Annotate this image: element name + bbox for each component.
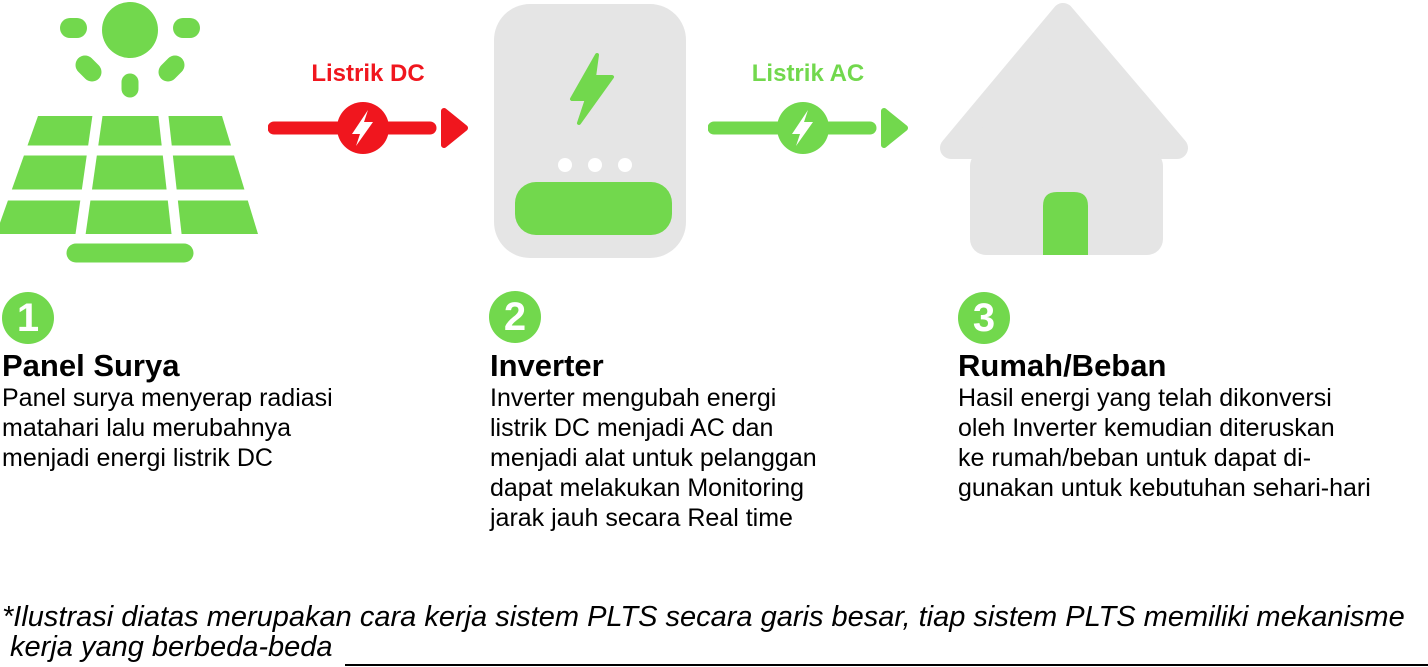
step-3-desc-line: gunakan untuk kebutuhan sehari-hari — [958, 474, 1371, 502]
panel-grid — [0, 111, 270, 263]
inverter-display — [515, 182, 672, 235]
step-2-desc-line: jarak jauh secara Real time — [490, 504, 793, 532]
lightning-bolt-icon — [570, 53, 614, 125]
listrik-dc-label: Listrik DC — [311, 60, 425, 87]
sun-icon — [60, 2, 200, 98]
step-3-badge: 3 — [958, 292, 1010, 344]
step-1-title: Panel Surya — [2, 348, 180, 383]
step-2-desc-line: listrik DC menjadi AC dan — [490, 414, 774, 442]
step-2-desc-line: dapat melakukan Monitoring — [490, 474, 805, 502]
footnote-line: *Ilustrasi diatas merupakan cara kerja s… — [2, 601, 1405, 633]
footnote: *Ilustrasi diatas merupakan cara kerja s… — [2, 602, 1405, 662]
step-1-desc-line: Panel surya menyerap radiasi — [2, 384, 333, 412]
ac-arrow-icon — [708, 102, 908, 154]
dc-arrow-icon — [268, 102, 468, 154]
step-1-text: Panel Surya Panel surya menyerap radiasi… — [2, 349, 333, 473]
step-2-title: Inverter — [490, 348, 604, 383]
lightning-bolt-icon — [352, 110, 373, 146]
bottom-divider — [345, 664, 1428, 666]
step-3-title: Rumah/Beban — [958, 348, 1167, 383]
step-1-badge: 1 — [2, 292, 54, 344]
step-2-text: Inverter Inverter mengubah energi listri… — [490, 349, 817, 533]
house-door — [1043, 192, 1088, 255]
step-2-badge: 2 — [489, 291, 541, 343]
step-3-desc-line: Hasil energi yang telah dikonversi — [958, 384, 1332, 412]
step-1-desc-line: menjadi energi listrik DC — [2, 444, 273, 472]
step-3-desc-line: ke rumah/beban untuk dapat di- — [958, 444, 1312, 472]
step-2-desc-line: Inverter mengubah energi — [490, 384, 777, 412]
house-icon — [940, 3, 1188, 255]
step-3-desc-line: oleh Inverter kemudian diteruskan — [958, 414, 1335, 442]
lightning-bolt-icon — [792, 110, 813, 146]
step-3-text: Rumah/Beban Hasil energi yang telah diko… — [958, 349, 1371, 503]
inverter-icon — [494, 4, 686, 258]
solar-panel-icon — [0, 2, 270, 263]
inverter-dots — [558, 158, 632, 172]
step-1-desc-line: matahari lalu merubahnya — [2, 414, 292, 442]
listrik-ac-label: Listrik AC — [751, 60, 865, 87]
step-2-desc-line: menjadi alat untuk pelanggan — [490, 444, 817, 472]
footnote-line: kerja yang berbeda-beda — [2, 631, 333, 663]
